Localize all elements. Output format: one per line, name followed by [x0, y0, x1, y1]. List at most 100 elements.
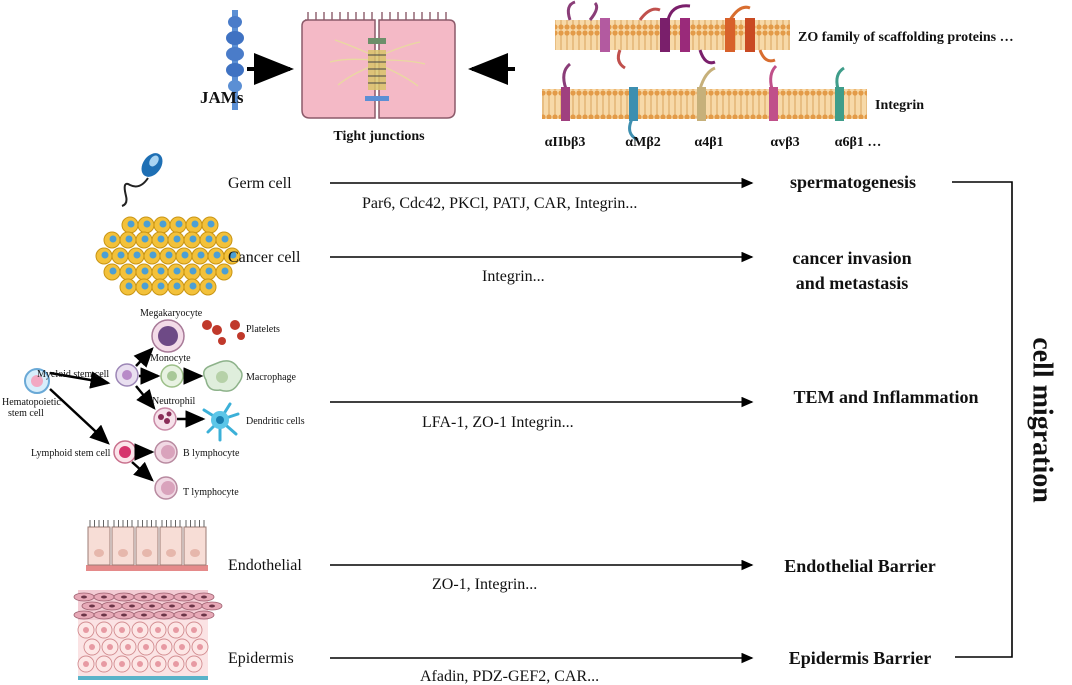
sperm-cell-icon: [121, 153, 163, 207]
zo-family-label: ZO family of scaffolding proteins …: [798, 30, 1014, 45]
outcome-label: and metastasis: [796, 273, 909, 293]
cancer-cell-cluster-icon: [95, 216, 241, 296]
migration-row: LFA-1, ZO-1 Integrin...TEM and Inflammat…: [330, 387, 979, 431]
flattened-nucleus: [121, 613, 127, 617]
molecules-label: Integrin...: [482, 268, 545, 285]
cancer-cell-nucleus: [143, 220, 151, 228]
cancer-cell-nucleus: [149, 251, 157, 259]
hematopoiesis-tree: Hematopoietic stem cell Myeloid stem cel…: [2, 308, 305, 500]
flattened-nucleus: [109, 604, 115, 608]
basal-nucleus: [125, 644, 131, 650]
flattened-nucleus: [81, 595, 87, 599]
basal-nucleus: [83, 661, 89, 667]
molecules-label: LFA-1, ZO-1 Integrin...: [422, 414, 574, 431]
flattened-nucleus: [209, 604, 215, 608]
hsc-label: stem cell: [8, 408, 44, 419]
dendritic-label: Dendritic cells: [246, 416, 305, 427]
molecules-label: ZO-1, Integrin...: [432, 576, 537, 593]
endothelial-nucleus: [142, 549, 152, 557]
basal-nucleus: [137, 661, 143, 667]
cancer-cell-nucleus: [157, 267, 165, 275]
flattened-nucleus: [141, 595, 147, 599]
neutrophil-icon: [153, 407, 177, 431]
basal-nucleus: [173, 661, 179, 667]
cell-type-label: Cancer cell: [228, 249, 301, 266]
neutrophil-label: Neutrophil: [152, 396, 196, 407]
lymphoid-label: Lymphoid stem cell: [31, 448, 111, 459]
outcome-label: Epidermis Barrier: [789, 648, 931, 668]
cancer-cell-nucleus: [165, 251, 173, 259]
cancer-cell-nucleus: [125, 267, 133, 275]
integrin-subtype-label: αvβ3: [770, 135, 799, 150]
basal-nucleus: [119, 627, 125, 633]
flattened-nucleus: [201, 595, 207, 599]
cancer-cell-nucleus: [159, 220, 167, 228]
outcome-label: spermatogenesis: [790, 172, 916, 192]
integrin-subtype-label: α6β1 …: [835, 135, 882, 150]
monocyte-icon: [160, 364, 184, 388]
macrophage-label: Macrophage: [246, 372, 297, 383]
cancer-cell-nucleus: [125, 282, 133, 290]
cancer-cell-nucleus: [109, 235, 117, 243]
flattened-nucleus: [101, 595, 107, 599]
integrin-subtype-label: αMβ2: [625, 135, 660, 150]
cancer-cell-nucleus: [175, 220, 183, 228]
endothelial-cell: [87, 526, 111, 566]
cancer-cell-nucleus: [141, 267, 149, 275]
cancer-cell-nucleus: [213, 251, 221, 259]
cancer-cell-nucleus: [101, 251, 109, 259]
endothelial-cell: [111, 526, 135, 566]
cancer-cell-nucleus: [181, 251, 189, 259]
outcome-bracket: [952, 181, 1013, 658]
basal-nucleus: [107, 644, 113, 650]
endothelial-cell: [159, 526, 183, 566]
cancer-cell-nucleus: [173, 282, 181, 290]
endothelial-nucleus: [190, 549, 200, 557]
flattened-nucleus: [161, 613, 167, 617]
flattened-nucleus: [141, 613, 147, 617]
macrophage-icon: [203, 360, 243, 392]
basal-nucleus: [83, 627, 89, 633]
cancer-cell-nucleus: [205, 282, 213, 290]
basal-nucleus: [155, 661, 161, 667]
tight-junctions-label: Tight junctions: [333, 129, 425, 144]
cancer-cell-nucleus: [189, 235, 197, 243]
cell-type-label: Endothelial: [228, 557, 302, 574]
cancer-cell-nucleus: [157, 282, 165, 290]
basal-nucleus: [119, 661, 125, 667]
cancer-cell-nucleus: [229, 251, 237, 259]
cancer-cell-nucleus: [141, 235, 149, 243]
integrin-membrane-icon: [542, 62, 867, 142]
platelets-label: Platelets: [246, 324, 280, 335]
cancer-cell-nucleus: [189, 282, 197, 290]
flattened-nucleus: [181, 595, 187, 599]
cancer-cell-nucleus: [207, 220, 215, 228]
megakaryocyte-label: Megakaryocyte: [140, 308, 203, 319]
dendritic-cell-icon: [202, 402, 240, 442]
integrin-label: Integrin: [875, 98, 924, 113]
lymphoid-cell-icon: [113, 440, 137, 464]
cancer-cell-nucleus: [205, 235, 213, 243]
b-lymphocyte-icon: [154, 440, 178, 464]
basal-nucleus: [173, 627, 179, 633]
endothelial-cell: [135, 526, 159, 566]
molecules-label: Par6, Cdc42, PKCl, PATJ, CAR, Integrin..…: [362, 195, 637, 212]
cancer-cell-nucleus: [205, 267, 213, 275]
tight-junction-cells-icon: [301, 12, 456, 119]
cancer-cell-nucleus: [221, 235, 229, 243]
hsc-label: Hematopoietic: [2, 397, 61, 408]
cancer-cell-nucleus: [125, 235, 133, 243]
basement-membrane: [78, 676, 208, 680]
basal-nucleus: [179, 644, 185, 650]
cell-type-label: Germ cell: [228, 175, 292, 192]
cancer-cell-nucleus: [197, 251, 205, 259]
basal-nucleus: [191, 661, 197, 667]
basement-membrane: [86, 565, 208, 571]
cancer-cell-nucleus: [173, 235, 181, 243]
jam-protein-icon: [226, 10, 244, 110]
cancer-cell-nucleus: [221, 267, 229, 275]
